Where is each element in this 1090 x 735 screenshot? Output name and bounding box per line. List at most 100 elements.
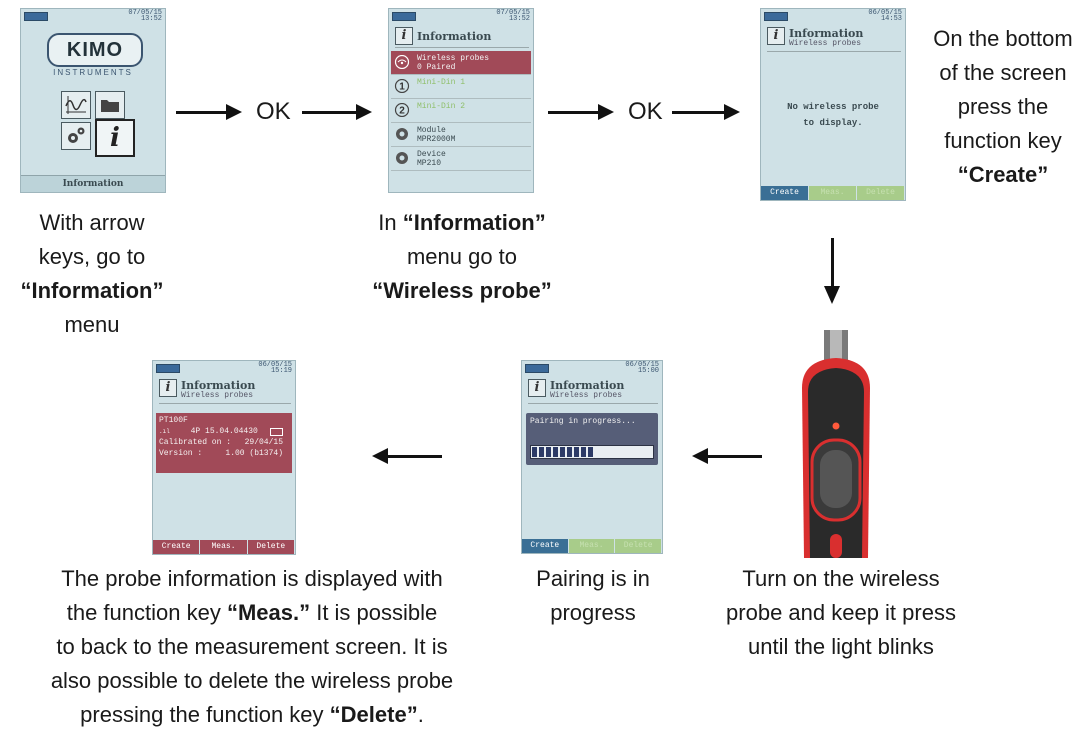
- footer-text: Information: [62, 179, 124, 189]
- info-icon: i: [395, 27, 413, 45]
- signal-icon: .ıl: [159, 428, 170, 435]
- arrow-head: [226, 104, 242, 120]
- measure-menu-icon[interactable]: [61, 91, 91, 119]
- logo-subtitle: INSTRUMENTS: [53, 68, 133, 77]
- kimo-logo: KIMO: [47, 33, 143, 67]
- delete-button[interactable]: Delete: [615, 539, 662, 553]
- screen-header: i Information: [395, 27, 529, 48]
- arrow-line: [176, 111, 228, 114]
- arrow-head: [356, 104, 372, 120]
- calibrated-row: Calibrated on : 29/04/15: [159, 438, 283, 447]
- progress-fill: [532, 447, 593, 457]
- pairing-panel: Pairing in progress...: [526, 413, 658, 465]
- settings-gear-icon[interactable]: [61, 122, 91, 150]
- pairing-text: Pairing in progress...: [530, 417, 636, 426]
- screen-subtitle: Wireless probes: [550, 391, 623, 400]
- delete-button[interactable]: Delete: [247, 540, 295, 554]
- create-button[interactable]: Create: [153, 540, 201, 554]
- screen-header: i Information Wireless probes: [528, 379, 658, 404]
- arrow-head: [372, 448, 388, 464]
- arrow-head: [692, 448, 708, 464]
- screen-subtitle: Wireless probes: [181, 391, 254, 400]
- folder-icon[interactable]: [95, 91, 125, 119]
- screen-subtitle: Wireless probes: [789, 39, 862, 48]
- info-icon: i: [767, 27, 785, 45]
- arrow-down-head: [824, 286, 840, 304]
- arrow-head: [724, 104, 740, 120]
- ok-label: OK: [628, 98, 663, 125]
- arrow-head: [598, 104, 614, 120]
- battery-icon: [24, 12, 48, 21]
- menu-item-text: Mini-Din 2: [417, 102, 466, 111]
- progress-bar: [530, 445, 654, 459]
- create-button[interactable]: Create: [522, 539, 569, 553]
- probe-serial-row: .ıl 4P 15.04.04430: [159, 426, 289, 437]
- function-keys: Create Meas. Delete: [522, 539, 662, 553]
- probe-info-panel[interactable]: PT100F .ıl 4P 15.04.04430 Calibrated on …: [156, 413, 292, 473]
- ok-label: OK: [256, 98, 291, 125]
- screen-header: i Information Wireless probes: [159, 379, 291, 404]
- screen-title: Information: [181, 379, 256, 392]
- battery-icon: [392, 12, 416, 21]
- module-icon: [396, 128, 408, 140]
- caption-step-1: With arrow keys, go to “Information” men…: [20, 210, 164, 337]
- menu-item-text: Mini-Din 1: [417, 78, 466, 87]
- caption-step-2: In “Information” menu go to “Wireless pr…: [372, 210, 552, 303]
- screen-title: Information: [417, 30, 492, 43]
- arrow-line: [708, 455, 762, 458]
- arrow-line: [672, 111, 726, 114]
- logo-text: KIMO: [66, 39, 124, 61]
- probe-serial: 4P 15.04.04430: [190, 427, 258, 436]
- battery-icon: [525, 364, 549, 373]
- arrow-line: [548, 111, 600, 114]
- information-icon[interactable]: i: [95, 119, 135, 157]
- menu-item-mini-din-2[interactable]: 2 Mini-Din 2: [391, 99, 531, 123]
- svg-text:2: 2: [399, 106, 405, 117]
- caption-step-4: Turn on the wireless probe and keep it p…: [726, 566, 956, 659]
- screen-title: Information: [550, 379, 625, 392]
- meas-button[interactable]: Meas.: [809, 186, 857, 200]
- screen-header: i Information Wireless probes: [767, 27, 901, 52]
- wireless-icon: [394, 55, 410, 69]
- meas-button[interactable]: Meas.: [568, 539, 616, 553]
- probe-battery-icon: [270, 428, 283, 436]
- function-keys: Create Meas. Delete: [761, 186, 905, 200]
- battery-icon: [764, 12, 788, 21]
- version-row: Version : 1.00 (b1374): [159, 449, 283, 458]
- delete-button[interactable]: Delete: [857, 186, 905, 200]
- menu-item-mini-din-1[interactable]: 1 Mini-Din 1: [391, 75, 531, 99]
- create-button[interactable]: Create: [761, 186, 809, 200]
- battery-icon: [156, 364, 180, 373]
- meas-button[interactable]: Meas.: [200, 540, 248, 554]
- svg-text:1: 1: [399, 82, 405, 93]
- caption-step-6: The probe information is displayed with …: [50, 566, 454, 727]
- menu-footer-label: Information: [21, 175, 165, 192]
- screen-title: Information: [789, 27, 864, 40]
- number-two-icon: 2: [394, 103, 410, 117]
- wireless-probe-device: [794, 330, 878, 558]
- arrow-line: [388, 455, 442, 458]
- probe-name: PT100F: [159, 416, 188, 425]
- caption-step-3: On the bottom of the screen press the fu…: [933, 26, 1073, 187]
